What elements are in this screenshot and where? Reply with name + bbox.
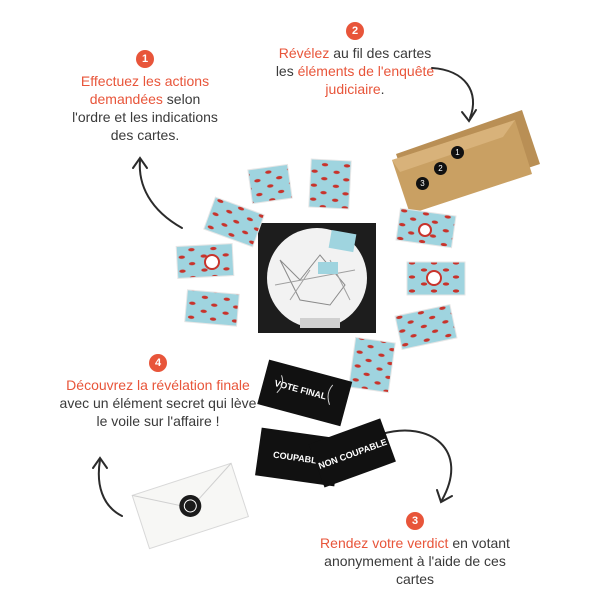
step-4-text: avec un élément secret qui lève le voile… <box>59 395 257 429</box>
step-3-caption: 3 Rendez votre verdict en votant anonyme… <box>315 512 515 588</box>
clue-cards <box>175 158 466 394</box>
step-3-number: 3 <box>406 512 424 530</box>
envelope-number-3: 3 <box>416 177 429 190</box>
step-2-text-highlight-b: éléments de l'enquête judiciaire <box>297 63 435 97</box>
step-2-text-a: au fil des cartes les <box>275 45 432 79</box>
envelope-number-2: 2 <box>434 162 447 175</box>
arrow-step4 <box>97 459 123 517</box>
step-2-text-highlight-a: Révélez <box>278 45 330 61</box>
step-3-text: en votant anonymement à l'aide de ces ca… <box>324 535 510 587</box>
step-1-caption: 1 Effectuez les actions demandées selon … <box>70 50 220 144</box>
step-4-caption: 4 Découvrez la révélation finale avec un… <box>58 354 258 430</box>
final-envelope <box>131 462 250 550</box>
step-2-text-b: . <box>380 81 385 97</box>
step-4-number: 4 <box>149 354 167 372</box>
envelope-stack <box>392 110 540 214</box>
step-4-text-highlight: Découvrez la révélation finale <box>66 377 250 393</box>
arrow-step1 <box>138 159 183 229</box>
vote-final-card: VOTE FINAL <box>257 359 353 427</box>
step-1-text-highlight: Effectuez les actions demandées <box>80 73 210 107</box>
arrow-step2 <box>431 67 475 119</box>
step-2-number: 2 <box>346 22 364 40</box>
step-2-caption: 2 Révélez au fil des cartes les éléments… <box>270 22 440 98</box>
game-board <box>258 223 376 333</box>
step-1-number: 1 <box>136 50 154 68</box>
arrow-step3 <box>381 429 453 501</box>
step-1-text: selon l'ordre et les indications des car… <box>72 91 218 143</box>
step-3-text-highlight: Rendez votre verdict <box>320 535 449 551</box>
envelope-number-1: 1 <box>451 146 464 159</box>
non-coupable-card: NON COUPABLE <box>308 418 396 488</box>
